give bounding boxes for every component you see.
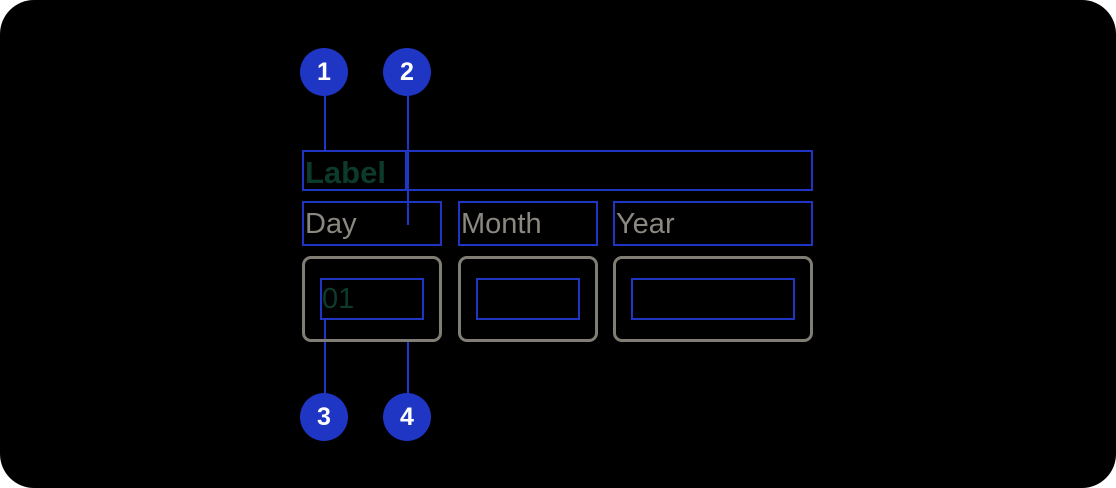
leader-line-2 [407, 96, 409, 225]
day-legend-outline [302, 201, 442, 246]
annotation-marker-4[interactable]: 4 [383, 393, 431, 441]
day-input-text-outline [320, 278, 424, 320]
month-input-text-outline [476, 278, 580, 320]
day-input-value[interactable]: 01 [322, 283, 355, 315]
month-legend-outline [458, 201, 598, 246]
leader-line-1 [324, 96, 326, 152]
day-input-shell[interactable] [302, 256, 442, 342]
year-legend-text: Year [616, 208, 675, 240]
year-input-shell[interactable] [613, 256, 813, 342]
legend-outline [302, 150, 407, 191]
month-input-shell[interactable] [458, 256, 598, 342]
leader-line-4 [407, 342, 409, 395]
fieldset-legend-text: Label [305, 155, 386, 190]
day-legend-text: Day [305, 208, 357, 240]
annotation-marker-1[interactable]: 1 [300, 48, 348, 96]
leader-line-3 [324, 320, 326, 395]
year-legend-outline [613, 201, 813, 246]
month-legend-text: Month [461, 208, 542, 240]
annotation-marker-2[interactable]: 2 [383, 48, 431, 96]
annotation-marker-3[interactable]: 3 [300, 393, 348, 441]
year-input-text-outline [631, 278, 795, 320]
